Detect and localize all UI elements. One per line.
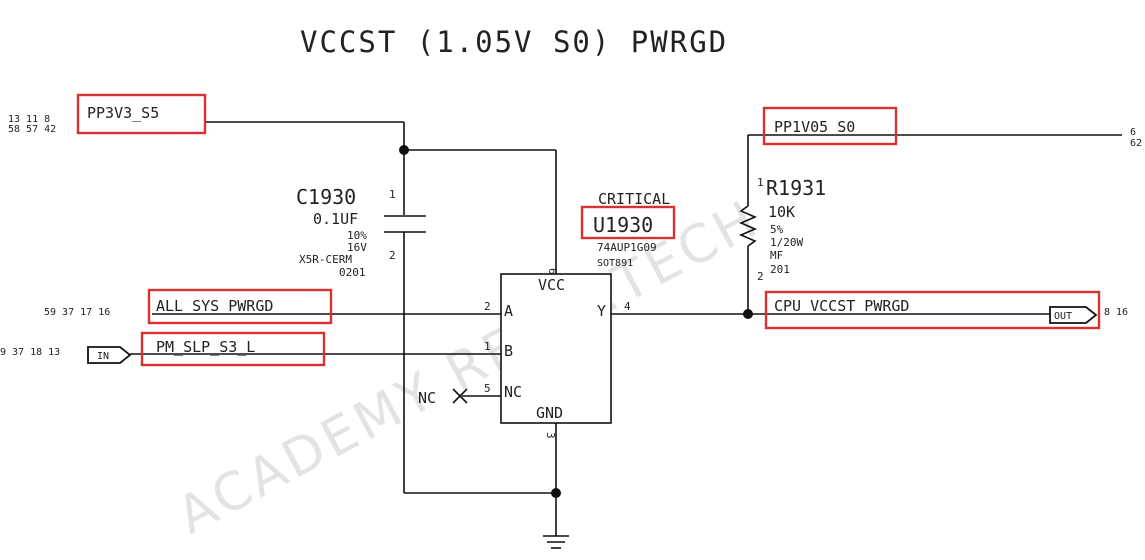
pin-vcc-number: 6 xyxy=(546,268,559,275)
net-ref-all-sys: 59 37 17 16 xyxy=(44,307,110,318)
c1930-type: X5R-CERM xyxy=(299,253,352,266)
c1930-tolerance: 10% xyxy=(347,229,367,242)
net-label-all-sys-pwrgd: ALL_SYS_PWRGD xyxy=(156,297,273,315)
net-ref-pp1v05-line2: 62 xyxy=(1130,138,1142,149)
net-label-pp1v05-s0: PP1V05_S0 xyxy=(774,118,855,136)
u1930-body xyxy=(500,273,612,424)
pin-gnd-label: GND xyxy=(536,404,563,422)
pin-b-label: B xyxy=(504,342,513,360)
r1931-pin1: 1 xyxy=(757,176,764,189)
highlight-u1930 xyxy=(580,205,676,240)
pin-nc-label: NC xyxy=(504,383,522,401)
page-title: VCCST (1.05V S0) PWRGD xyxy=(300,25,728,59)
pin-y-number: 4 xyxy=(624,300,631,313)
pin-nc-number: 5 xyxy=(484,382,491,395)
r1931-pin2: 2 xyxy=(757,270,764,283)
out-port-shape xyxy=(1049,306,1098,324)
highlight-cpu-vccst-pwrgd xyxy=(764,290,1101,330)
net-ref-pp3v3-line2: 58 57 42 xyxy=(8,124,56,135)
net-ref-pp3v3-line1: 13 11 8 xyxy=(8,114,50,125)
net-ref-pm-slp: 9 37 18 13 xyxy=(0,347,60,358)
c1930-ref: C1930 xyxy=(296,185,356,209)
wires xyxy=(130,121,1122,549)
u1930-part: 74AUP1G09 xyxy=(597,241,657,254)
net-ref-pp1v05-line1: 6 xyxy=(1130,127,1136,138)
highlight-pm-slp-s3-l xyxy=(140,331,326,367)
nc-external-label: NC xyxy=(418,389,436,407)
pin-a-label: A xyxy=(504,302,513,320)
pin-b-number: 1 xyxy=(484,340,491,353)
junction-dot xyxy=(551,488,561,498)
r1931-ref: R1931 xyxy=(766,176,826,200)
r1931-tolerance: 5% xyxy=(770,223,784,236)
r1931-package: 201 xyxy=(770,263,790,276)
junction-dot xyxy=(743,309,753,319)
highlight-all-sys-pwrgd xyxy=(147,288,333,325)
highlight-boxes xyxy=(76,93,1101,367)
pin-a-number: 2 xyxy=(484,300,491,313)
r1931-type: MF xyxy=(770,249,783,262)
net-label-cpu-vccst-pwrgd: CPU_VCCST_PWRGD xyxy=(774,297,909,315)
out-port-label: OUT xyxy=(1054,311,1072,322)
net-label-pp3v3-s5: PP3V3_S5 xyxy=(87,104,159,122)
pin-vcc-label: VCC xyxy=(538,276,565,294)
net-ref-cpu-vccst: 8 16 xyxy=(1104,307,1128,318)
c1930-package: 0201 xyxy=(339,266,366,279)
junction-dot xyxy=(399,145,409,155)
r1931-value: 10K xyxy=(768,203,795,221)
in-port-shape xyxy=(87,346,132,364)
c1930-pin1: 1 xyxy=(389,188,396,201)
c1930-pin2: 2 xyxy=(389,249,396,262)
c1930-value: 0.1UF xyxy=(313,210,358,228)
pin-gnd-number: 3 xyxy=(544,432,557,439)
u1930-critical: CRITICAL xyxy=(598,190,670,208)
highlight-pp3v3-s5 xyxy=(76,93,207,135)
net-label-pm-slp-s3-l: PM_SLP_S3_L xyxy=(156,338,255,356)
u1930-package: SOT891 xyxy=(597,258,633,269)
pin-y-label: Y xyxy=(597,302,606,320)
u1930-ref: U1930 xyxy=(593,213,653,237)
r1931-power: 1/20W xyxy=(770,236,803,249)
highlight-pp1v05-s0 xyxy=(762,106,898,146)
c1930-voltage: 16V xyxy=(347,241,367,254)
in-port-label: IN xyxy=(97,351,109,362)
